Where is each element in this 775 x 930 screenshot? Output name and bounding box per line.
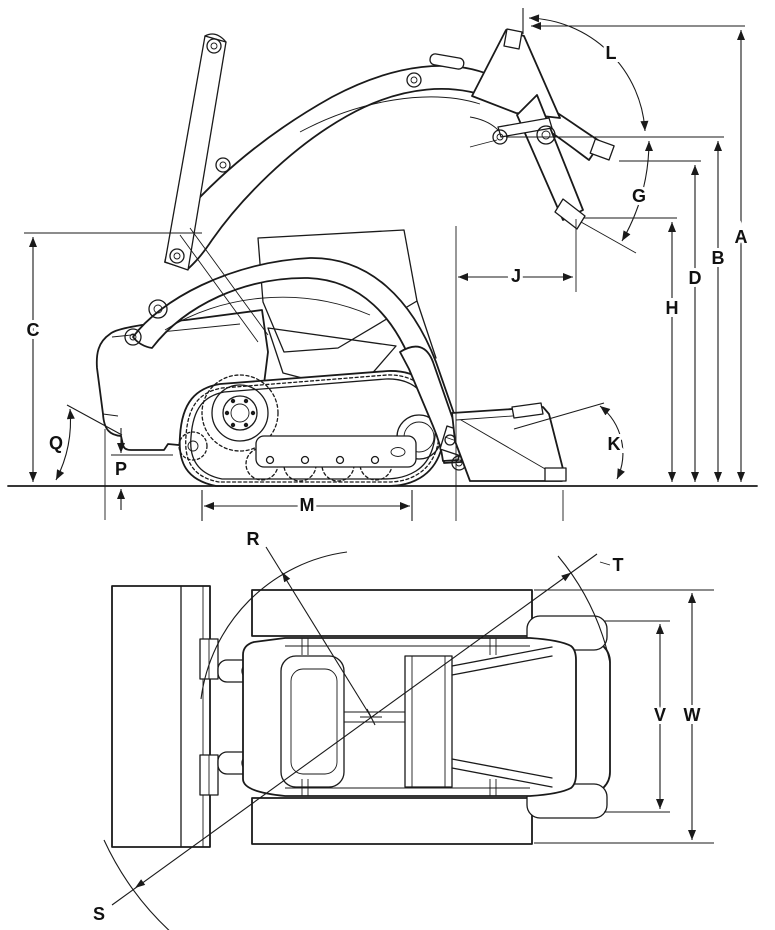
dim-label-d: D: [689, 268, 702, 288]
dimension-M: M: [201, 490, 413, 521]
dim-label-h: H: [666, 298, 679, 318]
dim-label-b: B: [712, 248, 725, 268]
dim-label-w: W: [684, 705, 701, 725]
dimension-W: W: [534, 589, 714, 844]
angle-G: G: [580, 140, 653, 254]
radius-S-T: S T: [90, 552, 627, 930]
dim-label-r: R: [247, 529, 260, 549]
dimension-A: A: [522, 8, 751, 482]
radius-R: R: [200, 526, 372, 718]
dimension-J: J: [455, 219, 577, 521]
dim-label-j: J: [511, 266, 521, 286]
dim-label-t: T: [613, 555, 624, 575]
body-top-view: [242, 637, 577, 797]
bucket-dump-position: [469, 28, 615, 230]
dim-label-c: C: [27, 320, 40, 340]
dim-label-s: S: [93, 904, 105, 924]
dim-label-l: L: [606, 43, 617, 63]
dim-label-a: A: [735, 227, 748, 247]
dim-label-k: K: [608, 434, 621, 454]
bucket-ground-position: [451, 402, 567, 482]
dim-label-q: Q: [49, 433, 63, 453]
dimension-C: C: [24, 232, 202, 482]
dimension-H: H: [584, 217, 682, 482]
bucket-top-view: [111, 585, 219, 848]
dimension-P: P: [104, 428, 173, 520]
top-view: R S T V W: [90, 526, 714, 930]
side-dimensions: A B D H C: [7, 8, 758, 521]
dim-label-v: V: [654, 705, 666, 725]
rear-linkage: [124, 33, 422, 346]
tracks-top-view: [251, 589, 533, 845]
dimension-B: B: [506, 136, 728, 482]
side-view: A B D H C: [7, 8, 758, 521]
drive-sprocket: [201, 374, 279, 452]
dim-label-m: M: [300, 495, 315, 515]
dimension-V: V: [604, 620, 670, 813]
angle-L: L: [528, 14, 649, 132]
track-undercarriage: [178, 370, 445, 487]
angle-Q: Q: [46, 404, 123, 481]
dim-label-p: P: [115, 459, 127, 479]
dim-label-g: G: [632, 186, 646, 206]
angle-K: K: [513, 402, 625, 480]
dimension-D: D: [619, 160, 705, 482]
